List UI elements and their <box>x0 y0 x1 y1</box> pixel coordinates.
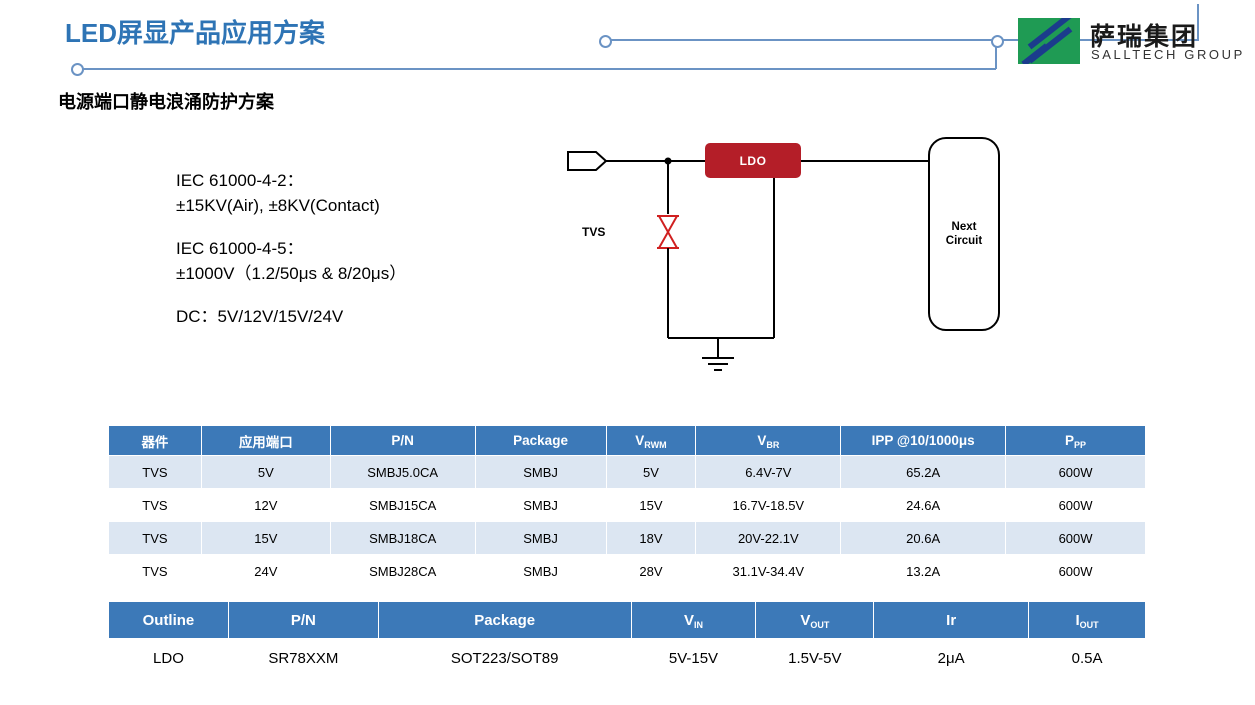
cell: 13.2A <box>840 554 1007 588</box>
spec-line-4: ±1000V（1.2/50μs & 8/20μs） <box>176 264 407 283</box>
logo-mark-icon <box>1018 18 1080 64</box>
ldo-block: LDO <box>705 143 801 178</box>
table2-col-header-0: Outline <box>108 601 229 639</box>
table1-col-header-7: PPP <box>1005 425 1146 456</box>
circuit-diagram: LDO TVS Next Circuit <box>540 130 1060 390</box>
cell: LDO <box>108 638 229 678</box>
section-title: 电源端口静电浪涌防护方案 <box>58 92 274 112</box>
cell: 15V <box>200 521 331 555</box>
cell: SR78XXM <box>227 638 379 678</box>
circuit-svg <box>567 151 928 371</box>
table1-col-header-1: 应用端口 <box>200 425 331 456</box>
header-connector-line-right <box>1197 4 1199 41</box>
spec-line-3: IEC 61000-4-5： <box>176 239 304 258</box>
table2-col-header-1: P/N <box>227 601 379 639</box>
connector-circle-icon-bottom <box>71 63 84 76</box>
page-header: LED屏显产品应用方案 萨瑞集团 SALLTECH GROUP <box>0 0 1255 82</box>
next-circuit-block: Next Circuit <box>928 137 1000 331</box>
cell: SMBJ28CA <box>329 554 476 588</box>
cell: SMBJ <box>474 521 607 555</box>
spec-line-2: ±15KV(Air), ±8KV(Contact) <box>176 196 380 215</box>
cell: 1.5V-5V <box>755 638 875 678</box>
table-header-row: 器件 应用端口 P/N Package VRWM VBR IPP @10/100… <box>108 425 1146 456</box>
logo-name-cn: 萨瑞集团 <box>1090 23 1199 51</box>
cell: SMBJ5.0CA <box>329 455 476 489</box>
cell: 15V <box>605 488 697 522</box>
table2-col-header-4: VOUT <box>755 601 875 639</box>
cell: 12V <box>200 488 331 522</box>
table1-col-header-3: Package <box>474 425 607 456</box>
cell: 20V-22.1V <box>695 521 842 555</box>
table-row: TVS 5V SMBJ5.0CA SMBJ 5V 6.4V-7V 65.2A 6… <box>108 455 1146 489</box>
cell: SMBJ <box>474 488 607 522</box>
cell: SMBJ <box>474 455 607 489</box>
cell: TVS <box>108 521 202 555</box>
next-circuit-line-1: Next <box>951 221 977 233</box>
cell: SMBJ18CA <box>329 521 476 555</box>
ldo-spec-table: Outline P/N Package VIN VOUT Ir IOUT LDO… <box>108 601 1146 678</box>
cell: 6.4V-7V <box>695 455 842 489</box>
cell: SOT223/SOT89 <box>377 638 632 678</box>
cell: 600W <box>1005 488 1146 522</box>
cell: 600W <box>1005 455 1146 489</box>
company-logo: 萨瑞集团 SALLTECH GROUP <box>1018 14 1243 70</box>
cell: 600W <box>1005 554 1146 588</box>
cell: TVS <box>108 488 202 522</box>
table-row: TVS 12V SMBJ15CA SMBJ 15V 16.7V-18.5V 24… <box>108 488 1146 522</box>
connector-circle-icon-left <box>599 35 612 48</box>
cell: 24V <box>200 554 331 588</box>
table-row: TVS 24V SMBJ28CA SMBJ 28V 31.1V-34.4V 13… <box>108 554 1146 588</box>
table1-col-header-2: P/N <box>329 425 476 456</box>
header-connector-line-bottom <box>76 68 996 70</box>
cell: 5V-15V <box>630 638 757 678</box>
cell: 65.2A <box>840 455 1007 489</box>
table1-col-header-0: 器件 <box>108 425 202 456</box>
cell: 31.1V-34.4V <box>695 554 842 588</box>
connector-circle-icon-right <box>991 35 1004 48</box>
cell: 5V <box>200 455 331 489</box>
header-connector-line-mid <box>995 40 997 69</box>
cell: 18V <box>605 521 697 555</box>
cell: SMBJ <box>474 554 607 588</box>
cell: 24.6A <box>840 488 1007 522</box>
cell: TVS <box>108 554 202 588</box>
page-title: LED屏显产品应用方案 <box>65 18 326 48</box>
cell: 16.7V-18.5V <box>695 488 842 522</box>
cell: 5V <box>605 455 697 489</box>
cell: 0.5A <box>1028 638 1146 678</box>
table1-col-header-6: IPP @10/1000μs <box>840 425 1007 456</box>
logo-name-en: SALLTECH GROUP <box>1091 47 1245 62</box>
cell: 600W <box>1005 521 1146 555</box>
table2-col-header-3: VIN <box>630 601 757 639</box>
table-header-row: Outline P/N Package VIN VOUT Ir IOUT <box>108 601 1146 639</box>
next-circuit-line-2: Circuit <box>945 235 983 247</box>
table2-col-header-2: Package <box>377 601 632 639</box>
cell: TVS <box>108 455 202 489</box>
spec-line-1: IEC 61000-4-2： <box>176 171 304 190</box>
table-row: LDO SR78XXM SOT223/SOT89 5V-15V 1.5V-5V … <box>108 638 1146 678</box>
table-row: TVS 15V SMBJ18CA SMBJ 18V 20V-22.1V 20.6… <box>108 521 1146 555</box>
spec-line-5: DC：5V/12V/15V/24V <box>176 307 344 326</box>
cell: SMBJ15CA <box>329 488 476 522</box>
header-connector-line-top <box>604 39 1199 41</box>
table2-col-header-6: IOUT <box>1028 601 1146 639</box>
tvs-label: TVS <box>582 225 606 239</box>
spec-text-block: IEC 61000-4-2： ±15KV(Air), ±8KV(Contact)… <box>176 168 406 329</box>
table1-col-header-5: VBR <box>695 425 842 456</box>
table1-col-header-4: VRWM <box>605 425 697 456</box>
cell: 20.6A <box>840 521 1007 555</box>
table2-col-header-5: Ir <box>873 601 1030 639</box>
cell: 28V <box>605 554 697 588</box>
tvs-spec-table: 器件 应用端口 P/N Package VRWM VBR IPP @10/100… <box>108 425 1146 588</box>
cell: 2μA <box>873 638 1030 678</box>
